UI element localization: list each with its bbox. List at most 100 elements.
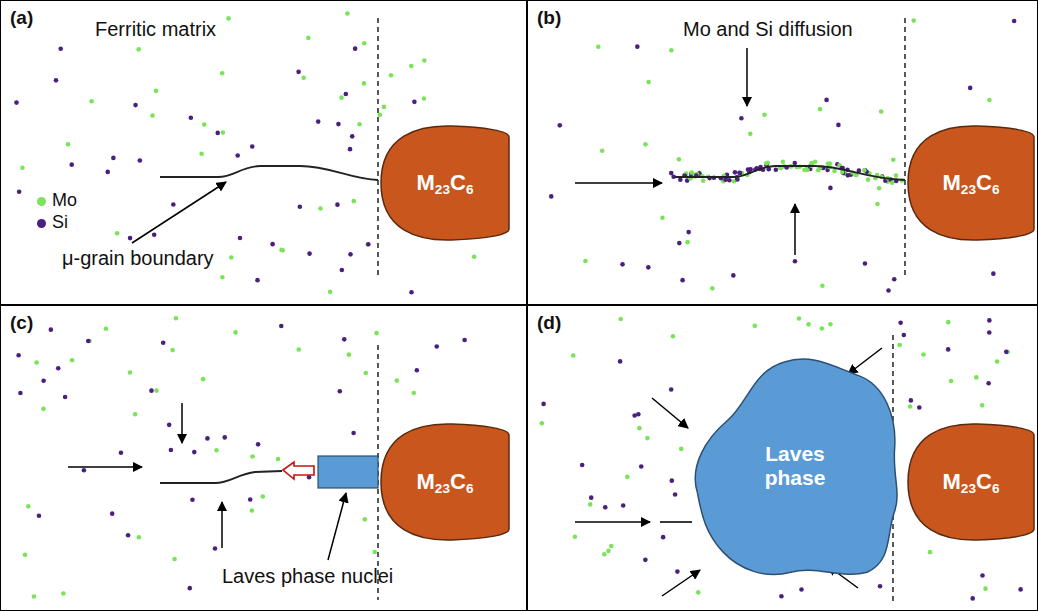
solute-atom xyxy=(879,109,884,114)
solute-atom xyxy=(119,450,124,455)
solute-atom xyxy=(412,100,417,105)
grain-boundary-line xyxy=(160,471,282,483)
carbide-shape xyxy=(908,126,1034,240)
solute-atom xyxy=(603,505,608,510)
carbide-precipitate: M23C6 xyxy=(379,123,511,243)
solute-atom xyxy=(342,337,347,342)
phase-label: M23C6 xyxy=(943,170,1000,196)
annotation-label: μ-grain boundary xyxy=(62,247,214,270)
solute-atom xyxy=(154,388,159,393)
solute-atom xyxy=(344,92,349,97)
legend-dot xyxy=(37,197,46,206)
solute-atom xyxy=(678,177,683,182)
panel-frame: (b)M23C6 xyxy=(527,0,1038,305)
solute-atom xyxy=(351,199,356,204)
solute-atom xyxy=(897,343,902,348)
solute-atom xyxy=(172,557,177,562)
solute-atom xyxy=(340,268,345,273)
solute-atom xyxy=(171,202,176,207)
solute-atom xyxy=(472,254,477,259)
solute-atom xyxy=(878,584,883,589)
solute-atom xyxy=(1004,350,1009,355)
solute-atom xyxy=(797,316,802,321)
solute-atom xyxy=(279,324,284,329)
solute-atom xyxy=(17,189,22,194)
solute-atom xyxy=(902,333,907,338)
solute-atom xyxy=(643,142,648,147)
solute-atom xyxy=(738,171,743,176)
solute-atom xyxy=(917,405,922,410)
solute-atom xyxy=(350,134,355,139)
solute-atom xyxy=(802,168,807,173)
solute-atom xyxy=(16,353,21,358)
solute-atom xyxy=(733,170,738,175)
solute-atom xyxy=(41,407,46,412)
solute-atom xyxy=(58,46,63,51)
solute-atom xyxy=(660,215,665,220)
carbide-shape xyxy=(381,126,509,240)
solute-atom xyxy=(573,534,578,539)
panel-label: (d) xyxy=(537,312,561,334)
solute-atom xyxy=(618,317,623,322)
solute-atom xyxy=(836,123,841,128)
solute-atom xyxy=(752,324,757,329)
solute-atom xyxy=(126,533,131,538)
solute-atom xyxy=(946,347,951,352)
solute-atom xyxy=(215,131,220,136)
solute-atom xyxy=(645,436,650,441)
solute-atom xyxy=(686,230,691,235)
solute-atom xyxy=(374,331,379,336)
solute-atom xyxy=(128,370,133,375)
solute-atom xyxy=(335,202,340,207)
flux-arrow xyxy=(575,182,662,184)
solute-atom xyxy=(233,330,238,335)
solute-atom xyxy=(866,177,871,182)
solute-atom xyxy=(980,573,985,578)
flux-arrow xyxy=(68,466,142,468)
solute-atom xyxy=(670,478,675,483)
solute-atom xyxy=(409,290,414,295)
solute-atom xyxy=(921,352,926,357)
solute-atom xyxy=(41,378,46,383)
solute-atom xyxy=(946,320,951,325)
solute-atom xyxy=(636,412,641,417)
solute-atom xyxy=(737,171,742,176)
laves-shape xyxy=(695,359,897,574)
solute-atom xyxy=(348,147,353,152)
solute-atom xyxy=(69,162,74,167)
solute-atom xyxy=(580,463,585,468)
solute-atom xyxy=(364,371,369,376)
solute-atom xyxy=(345,11,350,16)
solute-atom xyxy=(32,594,37,599)
solute-atom xyxy=(250,144,255,149)
solute-atom xyxy=(983,586,988,591)
solute-atom xyxy=(66,142,71,147)
flux-arrow xyxy=(848,348,882,374)
solute-atom xyxy=(806,322,811,327)
solute-atom xyxy=(213,546,218,551)
solute-atom xyxy=(276,457,281,462)
solute-atom xyxy=(161,340,166,345)
solute-atom xyxy=(298,204,303,209)
solute-atom xyxy=(409,64,414,69)
solute-atom xyxy=(596,44,601,49)
solute-atom xyxy=(128,236,133,241)
solute-atom xyxy=(571,353,576,358)
solute-atom xyxy=(348,252,353,257)
solute-atom xyxy=(669,387,674,392)
laves-nucleus xyxy=(318,456,378,488)
solute-atom xyxy=(828,186,833,191)
dashed-line xyxy=(904,18,905,275)
flux-arrow xyxy=(575,521,650,523)
flux-arrow xyxy=(181,403,183,443)
solute-atom xyxy=(189,115,194,120)
solute-atom xyxy=(306,36,311,41)
leader-arrow xyxy=(132,182,226,243)
solute-atom xyxy=(731,273,736,278)
solute-atom xyxy=(863,261,868,266)
solute-atom xyxy=(680,278,685,283)
solute-atom xyxy=(764,161,769,166)
solute-atom xyxy=(875,202,880,207)
solute-atom xyxy=(220,71,225,76)
solute-atom xyxy=(89,99,94,104)
